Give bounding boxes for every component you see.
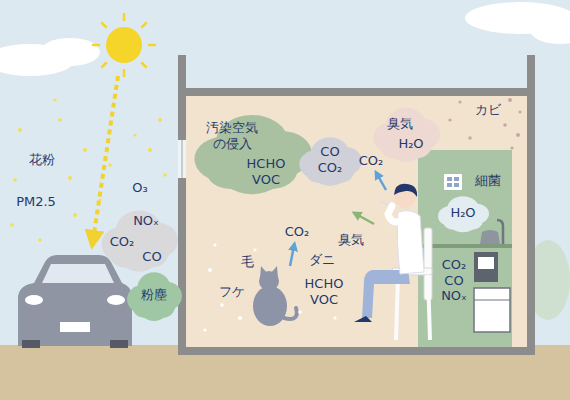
house [178,55,535,355]
node-text: 汚染空気の侵入 [205,120,260,151]
node-text: CO₂ [110,234,135,250]
node-text: NOₓ [133,213,159,229]
hair-label: 毛 [241,254,254,270]
dust-cloud: 粉塵 [126,268,182,322]
sky-clouds [0,2,570,76]
node-text: CO [142,249,161,265]
odor-arrow [356,214,374,224]
node-text: CO₂ CO NOₓ [435,257,474,304]
ozone-label: O₃ [132,180,147,196]
smoke-cloud: CO CO₂ [298,133,362,187]
node-text: CO CO₂ [312,144,348,175]
sunlight-arrow [93,76,118,240]
odor-label: 臭気 [338,232,364,248]
voc-label: HCHO VOC [301,276,348,307]
node-text: 臭気 [387,116,413,132]
gas-label: CO₂ [285,224,310,240]
mite-label: ダニ [309,252,335,268]
cloud-puff [447,196,478,220]
person [354,184,432,340]
emission-arrow [290,246,294,266]
car [18,255,132,348]
node-text: HCHO VOC [243,156,290,187]
node-text: 粉塵 [141,287,167,303]
emission-arrow [377,174,386,190]
ground [0,345,570,400]
gas-label: CO₂ [359,153,384,169]
mold-dots [448,98,521,150]
node-text: H₂O [450,205,475,221]
dander-label: フケ [219,284,245,300]
pollen-dots [10,98,167,241]
cloud-puff [137,272,171,304]
cat [253,266,297,326]
polluted-air-cloud: 汚染空気の侵入 HCHO VOC [192,108,312,196]
mold-label: カビ [475,102,501,118]
node-text: H₂O [398,136,423,152]
sun [93,14,155,76]
pollen-label: 花粉 [29,152,55,168]
kitchen [418,150,512,347]
bacteria-label: 細菌 [475,173,501,189]
steam-cloud: H₂O [437,193,489,233]
pm-label: PM2.5 [16,194,56,210]
gas-cloud: NOₓCO₂ CO [100,205,178,273]
